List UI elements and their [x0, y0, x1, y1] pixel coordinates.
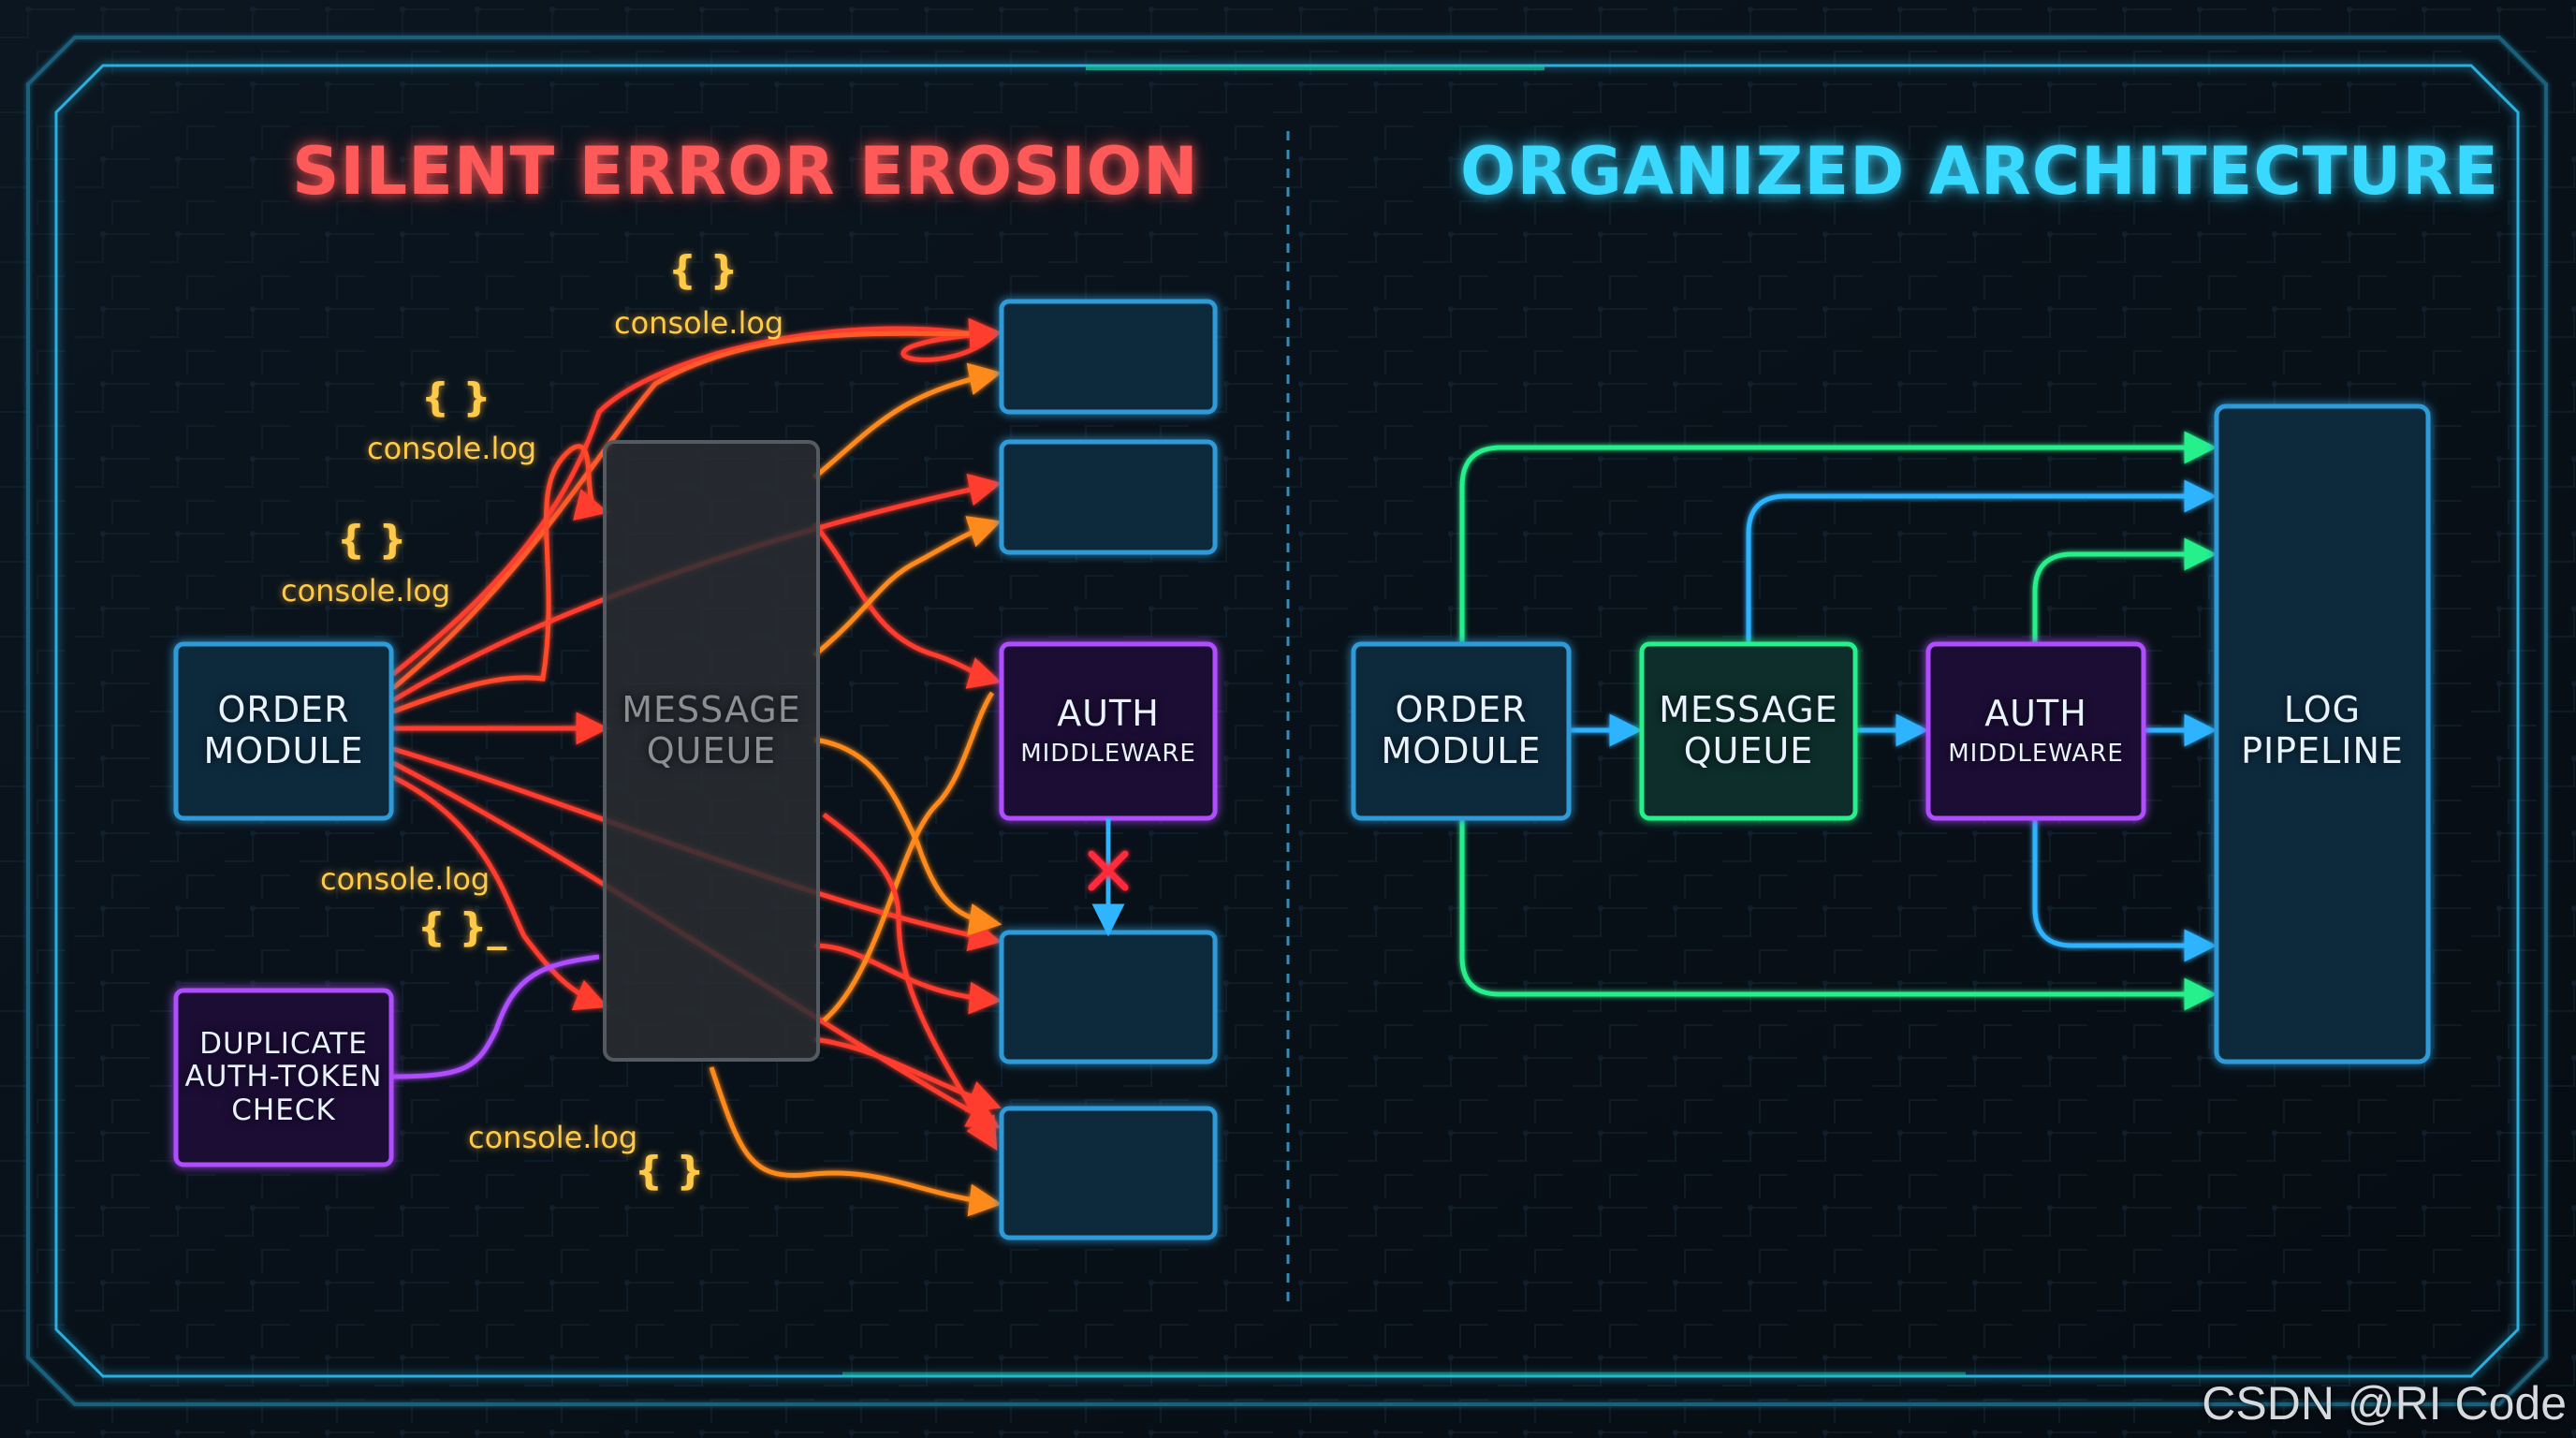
wire-queue-cross-1 [813, 737, 1003, 936]
watermark: CSDN @RI Code [2202, 1377, 2567, 1430]
inner-frame [54, 64, 2520, 1378]
route-auth-bottom [2032, 818, 2217, 962]
console-log-annotation-5: console.log [468, 1120, 638, 1155]
wire-queue-up [812, 362, 1003, 479]
route-order-bottom [1459, 818, 2217, 1011]
wire-order-down-queue [391, 774, 608, 1011]
wire-queue-bottom-orange [709, 1066, 1003, 1217]
left-target-box-2 [999, 439, 1218, 555]
wire-duplicate-to-queue [390, 954, 600, 1079]
right-message-queue-box [1639, 641, 1858, 821]
wire-queue-zigzag [822, 813, 998, 1152]
console-log-annotation-2: console.log [367, 431, 537, 466]
wire-order-to-box1 [391, 318, 1003, 676]
right-order-module-box [1351, 641, 1572, 821]
outer-frame [26, 36, 2548, 1406]
left-order-module-box [173, 641, 394, 821]
wire-order-up-loop [392, 444, 609, 714]
right-auth-middleware-box [1925, 641, 2146, 821]
blocked-x-icon [1088, 850, 1129, 891]
route-queue-top [1746, 479, 2217, 644]
brace-annotation-5: { } [635, 1148, 705, 1194]
brace-annotation-3: { } [337, 517, 407, 563]
console-log-annotation-3: console.log [281, 573, 451, 609]
left-message-queue-box [603, 440, 820, 1062]
organized-wires [1459, 431, 2217, 1011]
route-order-top [1459, 431, 2217, 644]
left-panel [173, 299, 1218, 1240]
wire-queue-to-box2-orange [812, 516, 1002, 657]
brace-annotation-2: { } [421, 374, 491, 420]
left-auth-middleware-box [999, 641, 1218, 821]
wire-queue-cross-2 [813, 943, 1003, 1015]
right-panel [1351, 404, 2431, 1064]
wire-queue-cross-3 [813, 1036, 1002, 1112]
left-target-box-4 [999, 1106, 1218, 1240]
console-log-annotation-4: console.log [320, 861, 490, 897]
left-target-box-3 [999, 930, 1218, 1064]
console-log-annotation-1: console.log [614, 305, 784, 341]
left-target-box-1 [999, 299, 1218, 415]
log-pipeline-box [2214, 404, 2431, 1064]
wire-queue-to-auth-orange [822, 691, 995, 1022]
left-panel-title: SILENT ERROR EROSION [292, 133, 1199, 210]
brace-annotation-1: { } [668, 247, 739, 293]
duplicate-check-box [173, 988, 394, 1167]
brace-annotation-4: { }_ [417, 904, 507, 950]
wire-queue-to-auth [812, 522, 1003, 689]
right-panel-title: ORGANIZED ARCHITECTURE [1460, 133, 2500, 210]
route-auth-top [2032, 537, 2217, 644]
wire-order-to-top [391, 317, 1003, 690]
